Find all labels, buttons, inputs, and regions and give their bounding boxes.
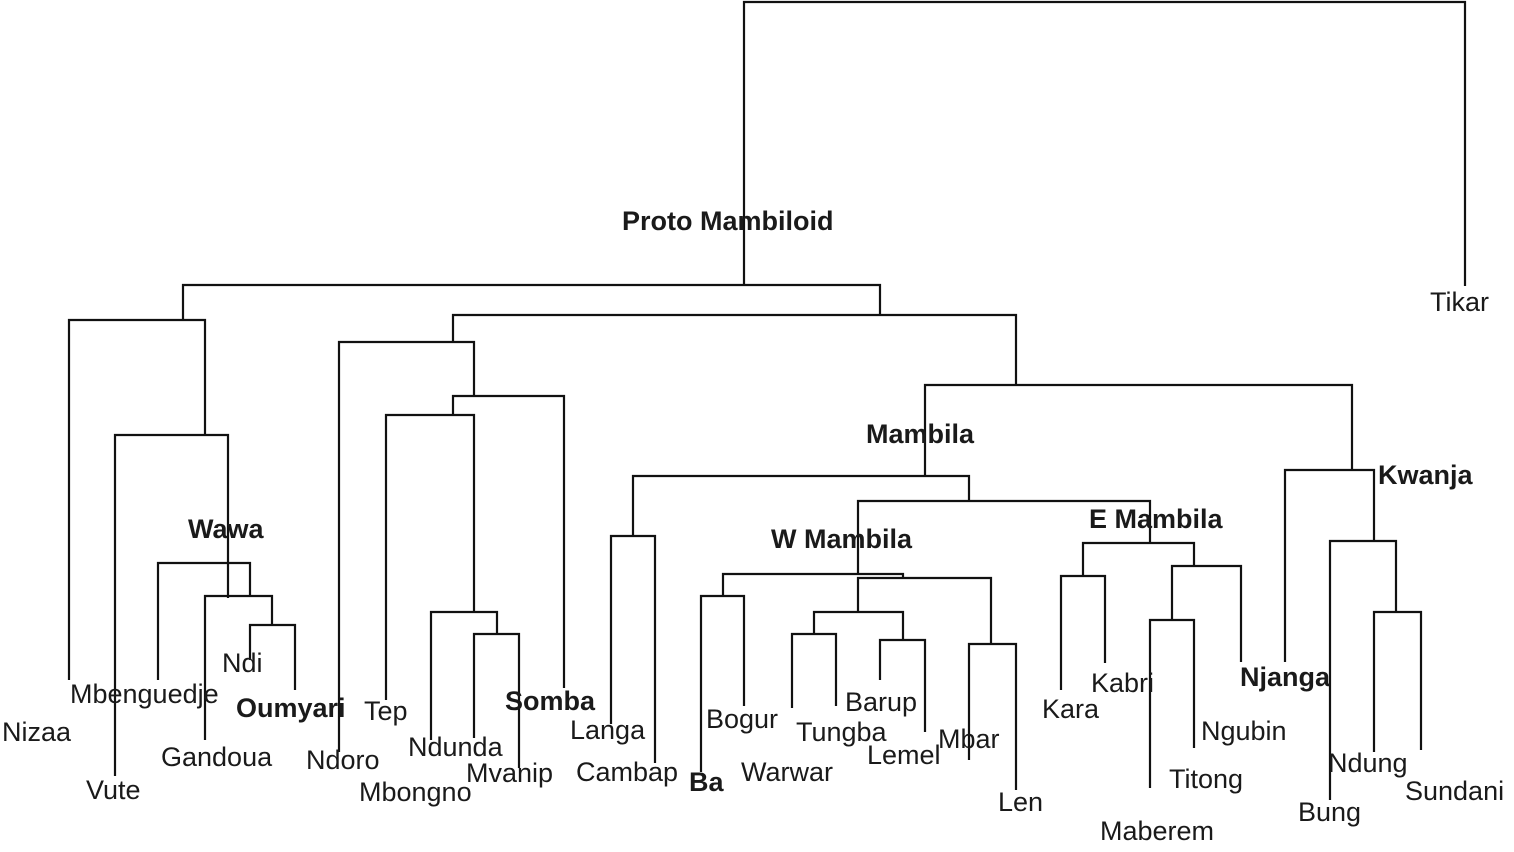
- tree-branches: [67, 0, 1467, 800]
- leaf-mbar: Mbar: [938, 724, 1000, 754]
- label-tikar: Tikar: [1430, 287, 1489, 317]
- tree-branch: [923, 383, 1354, 476]
- leaf-gandoua: Gandoua: [161, 742, 273, 772]
- leaf-vute: Vute: [86, 775, 141, 805]
- leaf-somba: Somba: [505, 686, 596, 716]
- tree-branch: [248, 623, 297, 690]
- tree-branch: [451, 313, 1018, 385]
- tree-branch: [451, 394, 566, 688]
- tree-branch: [156, 561, 252, 680]
- tree-branch: [113, 433, 230, 776]
- leaf-len: Len: [998, 787, 1043, 817]
- leaf-bogur: Bogur: [706, 704, 778, 734]
- leaf-tungba: Tungba: [796, 717, 888, 747]
- label-kwanja: Kwanja: [1378, 460, 1474, 490]
- leaf-kara: Kara: [1042, 694, 1100, 724]
- label-w-mambila: W Mambila: [771, 524, 913, 554]
- tree-branch: [67, 318, 207, 680]
- leaf-kabri: Kabri: [1091, 668, 1154, 698]
- label-wawa: Wawa: [188, 514, 264, 544]
- leaf-tep: Tep: [364, 696, 408, 726]
- label-e-mambila: E Mambila: [1089, 504, 1224, 534]
- leaf-cambap: Cambap: [576, 757, 678, 787]
- leaf-ndoro: Ndoro: [306, 745, 380, 775]
- tree-branch: [1170, 564, 1243, 662]
- leaf-warwar: Warwar: [741, 757, 833, 787]
- leaf-mbenguedje: Mbenguedje: [70, 679, 219, 709]
- tree-branch: [429, 610, 499, 740]
- tree-branch: [721, 572, 905, 596]
- tree-branch: [1283, 468, 1376, 662]
- tree-branch: [742, 0, 1467, 286]
- tree-branch: [472, 632, 521, 768]
- leaf-bung: Bung: [1298, 797, 1361, 827]
- tree-branch: [1059, 574, 1107, 690]
- leaf-mbongno: Mbongno: [359, 777, 472, 807]
- tree-branch: [878, 638, 927, 732]
- tree-branch: [1328, 539, 1398, 800]
- label-mambila: Mambila: [866, 419, 975, 449]
- tree-branch: [384, 413, 476, 700]
- leaf-ndung: Ndung: [1328, 748, 1408, 778]
- tree-branch: [790, 632, 838, 708]
- leaf-ndi: Ndi: [222, 648, 263, 678]
- leaf-nizaa: Nizaa: [2, 717, 72, 747]
- tree-branch: [1148, 618, 1196, 788]
- leaf-mvanip: Mvanip: [466, 758, 553, 788]
- tree-branch: [856, 576, 993, 644]
- leaf-sundani: Sundani: [1405, 776, 1504, 806]
- leaf-ba: Ba: [689, 767, 724, 797]
- tree-branch: [181, 283, 882, 320]
- tree-branch: [631, 474, 971, 536]
- tree-branch: [856, 499, 1152, 574]
- leaf-maberem: Maberem: [1100, 816, 1214, 846]
- leaf-ngubin: Ngubin: [1201, 716, 1287, 746]
- leaf-lemel: Lemel: [867, 740, 941, 770]
- leaf-titong: Titong: [1169, 764, 1243, 794]
- leaf-ndunda: Ndunda: [408, 732, 504, 762]
- leaf-barup: Barup: [845, 687, 917, 717]
- tree-branch: [1372, 610, 1423, 752]
- tree-branch: [1081, 541, 1196, 576]
- label-proto-mambiloid: Proto Mambiloid: [622, 206, 834, 236]
- tree-branch: [203, 594, 274, 740]
- tree-branch: [609, 534, 657, 763]
- tree-branch: [967, 642, 1018, 790]
- leaf-oumyari: Oumyari: [236, 693, 346, 723]
- tree-branch: [699, 594, 746, 772]
- tree-labels: Proto Mambiloid Tikar Mambila Kwanja Waw…: [2, 206, 1504, 846]
- leaf-njanga: Njanga: [1240, 662, 1331, 692]
- leaf-langa: Langa: [570, 715, 646, 745]
- tree-branch: [812, 610, 905, 640]
- tree-branch: [337, 340, 476, 752]
